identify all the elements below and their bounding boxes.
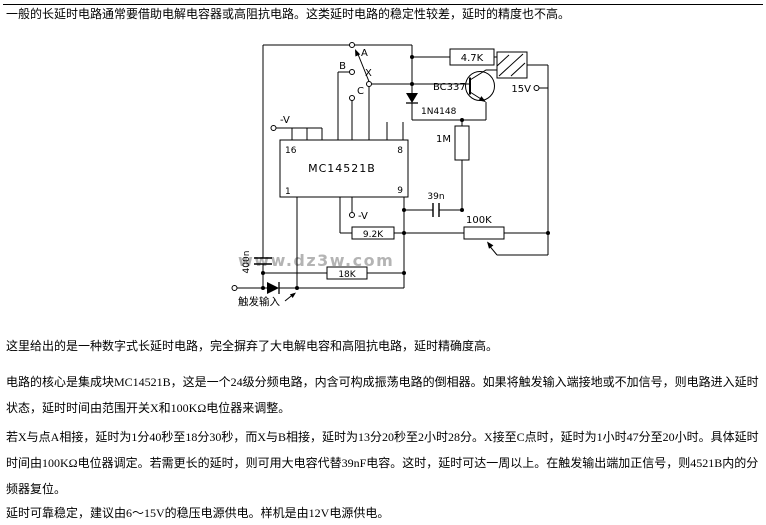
diode-1n4148: 1N4148 (406, 84, 457, 120)
trigger-input: 触发输入 (231, 282, 296, 308)
paragraph-power: 延时可靠稳定，建议由6～15V的稳压电源供电。样机是由12V电源供电。 (6, 506, 390, 520)
pot-wiper-arrow-icon (487, 241, 494, 249)
pin-9-label: 9 (397, 186, 403, 196)
diode-triangle-icon (406, 93, 418, 103)
resistor-1m: 1M (436, 125, 470, 161)
transistor-bc337: BC337 (433, 69, 497, 120)
neg-v-terminal-bottom: -V (349, 211, 368, 222)
trigger-terminal-icon (231, 285, 238, 291)
neg-v-terminal-top: -V (270, 115, 290, 131)
relay-coil (496, 51, 528, 79)
label-contact-a: A (361, 48, 368, 59)
ic-mc14521b: MC14521B 16 8 9 1 (279, 139, 409, 198)
watermark-text: www.dz3w.com (238, 251, 394, 270)
pin-16-label: 16 (285, 146, 297, 156)
capacitor-plates-icon (432, 203, 440, 217)
supply-terminal-15v: 15V (511, 84, 540, 95)
resistor-9.2k: 9.2K (351, 226, 395, 240)
label-neg-v-bottom: -V (358, 211, 368, 222)
label-9.2k: 9.2K (363, 230, 384, 240)
circuit-diagram: www.dz3w.com MC14521B 16 8 9 1 (231, 42, 550, 308)
label-pole-x: X (365, 68, 372, 79)
label-neg-v-top: -V (280, 115, 290, 126)
pin-8-label: 8 (397, 146, 403, 156)
potentiometer-100k: 100K (463, 215, 505, 256)
label-400n: 400n (242, 251, 252, 274)
resistor-body (326, 266, 368, 280)
label-100k: 100K (466, 215, 492, 226)
resistor-body (449, 48, 495, 66)
label-15v: 15V (511, 84, 531, 95)
resistor-4.7k: 4.7K (449, 48, 495, 66)
terminal-icon (349, 212, 355, 218)
label-18k: 18K (338, 270, 356, 280)
wire-net (237, 44, 549, 289)
label-1m: 1M (436, 134, 451, 145)
label-1n4148: 1N4148 (421, 107, 457, 117)
switch-wiper-arm (357, 52, 370, 82)
pot-body (463, 226, 505, 240)
trigger-diode-icon (267, 282, 279, 294)
switch-contact-b (349, 69, 355, 75)
trigger-arrow-icon (289, 292, 296, 298)
capacitor-39n: 39n (427, 192, 445, 217)
capacitor-plates-icon (254, 257, 272, 265)
resistor-18k: 18K (326, 266, 368, 280)
range-switch: A B X C (339, 42, 372, 101)
label-contact-c: C (357, 86, 364, 97)
terminal-icon (270, 125, 277, 131)
emitter-arrow-icon (478, 96, 486, 102)
ic-label: MC14521B (308, 162, 376, 175)
switch-pole-x (366, 81, 372, 87)
resistor-body (351, 226, 395, 240)
label-bc337: BC337 (433, 82, 466, 93)
relay-hatch-icon (496, 53, 526, 77)
supply-terminal-icon (533, 85, 540, 91)
paragraph-overview: 这里给出的是一种数字式长延时电路，完全摒弃了大电解电容和高阻抗电路，延时精确度高… (6, 339, 499, 353)
label-contact-b: B (339, 61, 346, 72)
junction-dots (261, 55, 550, 290)
paragraph-timing: 若X与点A相接，延时为1分40秒至18分30秒，而X与B相接，延时为13分20秒… (6, 430, 759, 496)
intro-paragraph: 一般的长延时电路通常要借助电解电容器或高阻抗电路。这类延时电路的稳定性较差，延时… (6, 7, 571, 21)
transistor-emitter (469, 91, 487, 120)
label-39n: 39n (427, 192, 444, 202)
transistor-collector (469, 69, 497, 81)
label-4.7k: 4.7K (461, 53, 484, 64)
switch-arrow-icon (355, 49, 361, 57)
switch-contact-c (349, 95, 355, 101)
circuit-wires (237, 44, 549, 289)
capacitor-400n: 400n (242, 251, 272, 274)
ic-body (279, 139, 409, 198)
paragraph-core: 电路的核心是集成块MC14521B，这是一个24级分频电路，内含可构成振荡电路的… (6, 375, 759, 415)
switch-contact-a (349, 42, 355, 48)
resistor-body (454, 125, 470, 161)
pot-wiper-arm (489, 246, 498, 256)
top-rule (3, 4, 763, 5)
pin-1-label: 1 (285, 187, 291, 197)
label-trigger-input: 触发输入 (238, 295, 280, 308)
